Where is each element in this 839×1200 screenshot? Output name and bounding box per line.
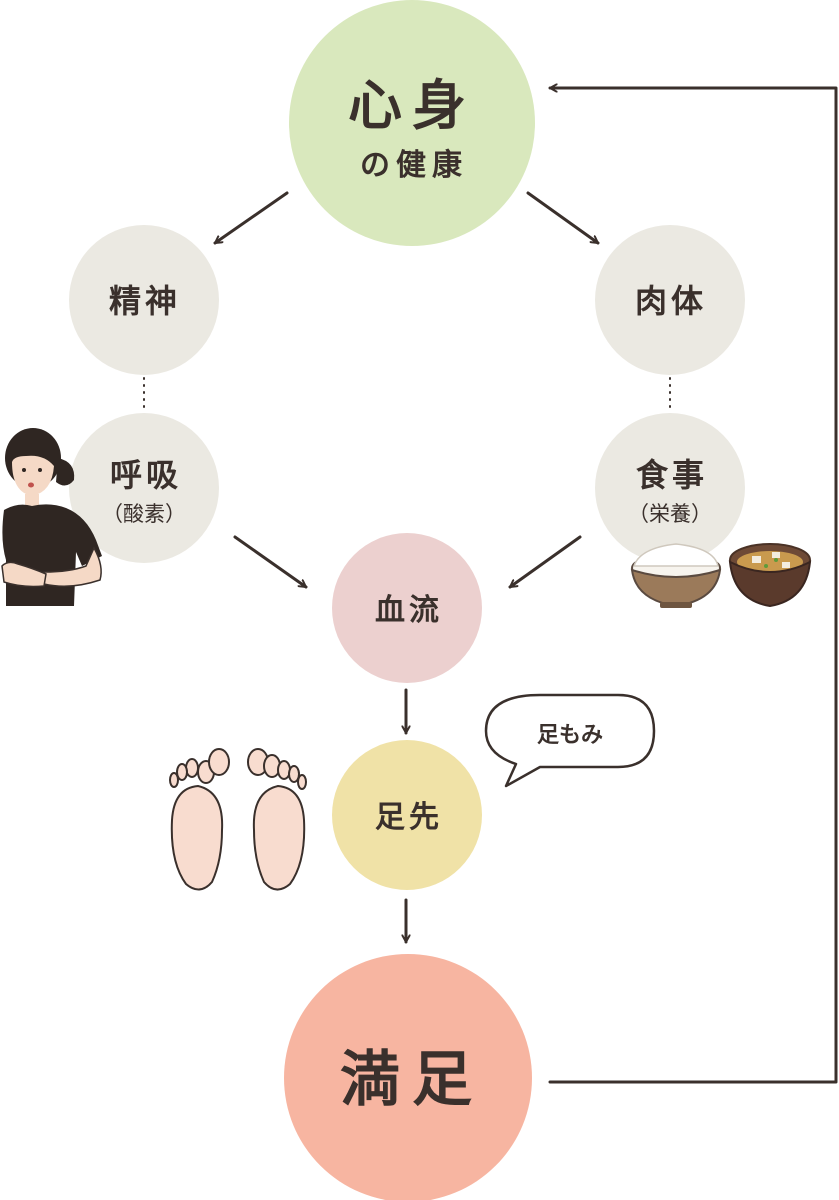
breath-sub: （酸素） [102, 502, 186, 526]
node-body-circle [595, 225, 745, 375]
node-blood-circle [332, 533, 482, 683]
food-sub: （栄養） [628, 502, 712, 526]
speech-bubble: 足もみ [484, 693, 656, 788]
woman-breathing-icon [1, 428, 102, 606]
satisfaction-label: 満足 [340, 1045, 484, 1115]
arrow-breath-to-blood [233, 535, 308, 589]
rice-bowl-icon [630, 543, 722, 608]
top-title: 心身 [348, 74, 476, 137]
node-feet-circle [332, 740, 482, 890]
bubble-label: 足もみ [537, 723, 603, 748]
feet-soles-icon [169, 748, 307, 891]
arrow-top-to-mind [213, 191, 289, 245]
top-subtitle: の健康 [360, 148, 468, 183]
arrow-food-to-blood [508, 535, 582, 589]
mind-label: 精神 [109, 282, 181, 320]
node-breath-circle [69, 413, 219, 563]
body-label: 肉体 [635, 282, 707, 320]
feet-label: 足先 [375, 800, 443, 835]
food-label: 食事 [636, 456, 708, 494]
node-mind-circle [69, 225, 219, 375]
arrow-top-to-body [526, 191, 600, 245]
blood-label: 血流 [375, 593, 443, 628]
arrow-satisfaction-to-top-loop [548, 88, 838, 1084]
miso-soup-icon [728, 543, 812, 608]
node-satisfaction-circle [284, 954, 532, 1200]
node-food-circle [595, 413, 745, 563]
node-top-circle [289, 0, 535, 246]
breath-label: 呼吸 [110, 456, 182, 494]
